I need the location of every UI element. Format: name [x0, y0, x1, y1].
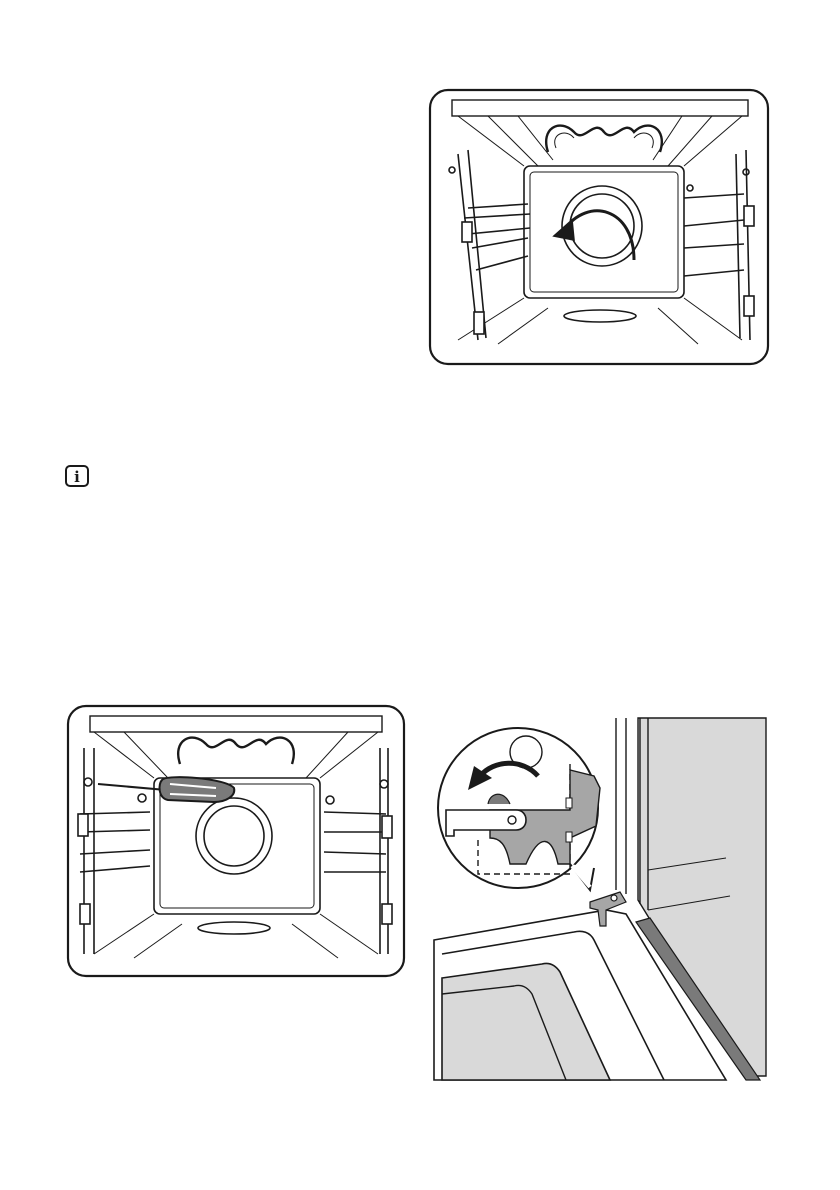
info-glyph: i — [74, 468, 80, 486]
left-shelf-support — [78, 748, 150, 954]
oven-frame — [68, 706, 404, 976]
info-icon-glyph: i — [65, 465, 89, 487]
lamp-cover-outer — [562, 186, 642, 266]
bottom-element — [198, 922, 270, 934]
lamp-cover-inner — [204, 806, 264, 866]
right-shelf-support — [684, 150, 754, 340]
top-rail — [90, 716, 382, 732]
top-rail — [452, 100, 748, 116]
oven-screwdriver-illustration — [66, 704, 406, 980]
bottom-element — [564, 310, 636, 322]
info-icon: i — [65, 465, 89, 487]
top-heating-element — [178, 738, 294, 764]
right-shelf-support — [324, 748, 392, 954]
zoom-callout — [438, 728, 600, 890]
rotate-arrow — [564, 211, 634, 260]
screwdriver — [98, 777, 234, 802]
door-hinge-illustration — [430, 714, 774, 1088]
lamp-cover-outer — [196, 798, 272, 874]
top-heating-element — [546, 126, 662, 152]
oven-lamp-illustration — [428, 88, 772, 368]
left-shelf-support — [449, 150, 530, 340]
